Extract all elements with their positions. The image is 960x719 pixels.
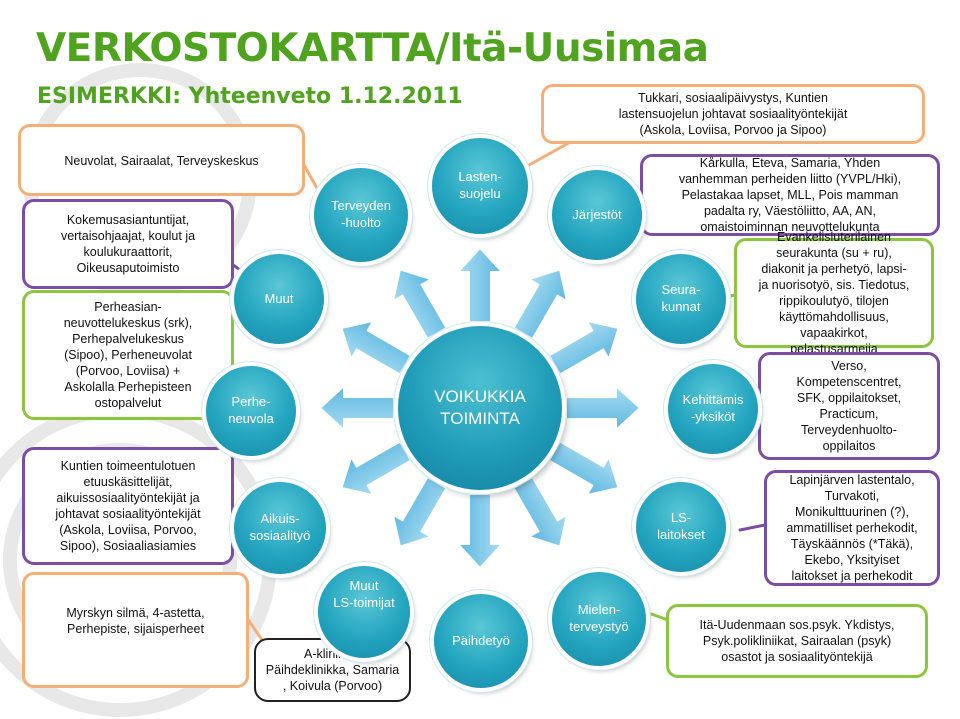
- callout-perheasiain-text: Perheasian- neuvottelukeskus (srk), Perh…: [63, 300, 193, 410]
- node-mielenterveystyo-label: Mielen- terveystyö: [569, 602, 629, 634]
- node-kehittamisyksikot-label: Kehittämis -yksiköt: [682, 392, 744, 424]
- page-title: VERKOSTOKARTTA/Itä-Uusimaa: [36, 26, 709, 71]
- node-paihdetyo-label: Päihdetyö: [452, 632, 510, 648]
- callout-lapinjarven: Lapinjärven lastentalo, Turvakoti, Monik…: [764, 470, 940, 586]
- arrow-to-perheneuvola: [318, 383, 395, 433]
- callout-myrskyn: Myrskyn silmä, 4-astetta, Perhepiste, si…: [22, 572, 249, 688]
- node-mielenterveystyo: Mielen- terveystyö: [552, 572, 646, 666]
- node-muut-label: Muut: [264, 290, 294, 306]
- callout-verso: Verso, Kompetenscentret, SFK, oppilaitok…: [758, 352, 940, 460]
- node-muut: Muut: [234, 254, 324, 344]
- node-jarjestot: Järjestöt: [552, 170, 642, 260]
- arrow-to-muut: [340, 319, 413, 376]
- callout-aklinikka-text: A-klinikka, Päihdeklinikka, Samaria , Ko…: [265, 647, 400, 693]
- center-node-label: VOIKUKKIA TOIMINTA: [434, 386, 526, 428]
- node-perheneuvola-label: Perhe- neuvola: [228, 394, 274, 426]
- callout-evankelis: Evankelisluterilainen seurakunta (su + r…: [734, 230, 934, 356]
- node-seurakunnat: Seura- kunnat: [636, 254, 726, 344]
- node-terveydenhuolto-label: Terveyden -huolto: [331, 198, 391, 230]
- arrow-to-paihdetyo: [455, 493, 505, 570]
- arrow-to-kehittamisyksikot: [565, 383, 642, 433]
- node-muut-ls-toimijat-label: Muut LS-toimijat: [333, 578, 395, 610]
- callout-karkulla-text: Kårkulla, Eteva, Samaria, Yhden vanhemma…: [678, 156, 902, 234]
- arrow-to-jarjestot: [512, 268, 569, 341]
- arrow-to-ls-laitokset: [547, 440, 620, 497]
- arrow-to-terveydenhuolto: [391, 268, 448, 341]
- node-terveydenhuolto: Terveyden -huolto: [314, 168, 408, 262]
- node-jarjestot-label: Järjestöt: [572, 206, 622, 222]
- arrow-to-lastensuojelu: [455, 246, 505, 323]
- arrow-to-aikuissosiaalityo: [340, 440, 413, 497]
- node-muut-ls-toimijat: Muut LS-toimijat: [318, 566, 410, 658]
- node-seurakunnat-label: Seura- kunnat: [661, 282, 701, 314]
- arrow-to-seurakunnat: [547, 319, 620, 376]
- node-lastensuojelu: Lasten- suojelu: [432, 138, 528, 234]
- arrow-to-muut-ls-toimijat: [391, 475, 448, 548]
- callout-karkulla: Kårkulla, Eteva, Samaria, Yhden vanhemma…: [640, 154, 940, 236]
- node-lastensuojelu-label: Lasten- suojelu: [458, 169, 502, 201]
- node-ls-laitokset: LS- laitokset: [636, 482, 726, 572]
- callout-neuvolat: Neuvolat, Sairaalat, Terveyskeskus: [18, 124, 305, 196]
- node-perheneuvola: Perhe- neuvola: [206, 366, 296, 456]
- callout-kokemus: Kokemusasiantuntijat, vertaisohjaajat, k…: [22, 199, 234, 289]
- callout-tukkari: Tukkari, sosiaalipäivystys, Kuntien last…: [541, 84, 925, 144]
- callout-lapinjarven-text: Lapinjärven lastentalo, Turvakoti, Monik…: [786, 473, 918, 583]
- node-kehittamisyksikot: Kehittämis -yksiköt: [668, 364, 758, 454]
- callout-perheasiain: Perheasian- neuvottelukeskus (srk), Perh…: [22, 290, 234, 420]
- callout-itauudenmaan: Itä-Uudenmaan sos.psyk. Ykdistys, Psyk.p…: [666, 604, 928, 678]
- arrow-to-mielenterveystyo: [512, 475, 569, 548]
- page-subtitle: ESIMERKKI: Yhteenveto 1.12.2011: [37, 84, 463, 109]
- callout-kuntien: Kuntien toimeentulotuen etuuskäsittelijä…: [22, 447, 234, 565]
- callout-itauudenmaan-text: Itä-Uudenmaan sos.psyk. Ykdistys, Psyk.p…: [699, 618, 895, 664]
- callout-neuvolat-text: Neuvolat, Sairaalat, Terveyskeskus: [64, 154, 259, 168]
- callout-kokemus-text: Kokemusasiantuntijat, vertaisohjaajat, k…: [60, 213, 196, 275]
- node-paihdetyo: Päihdetyö: [434, 594, 528, 688]
- callout-myrskyn-text: Myrskyn silmä, 4-astetta, Perhepiste, si…: [66, 606, 205, 636]
- node-aikuissosiaalityo-label: Aikuis- sosiaalityö: [249, 511, 311, 543]
- node-ls-laitokset-label: LS- laitokset: [657, 510, 705, 542]
- center-node-voikukkia: VOIKUKKIA TOIMINTA: [398, 326, 562, 490]
- node-aikuissosiaalityo: Aikuis- sosiaalityö: [234, 482, 326, 574]
- callout-evankelis-text: Evankelisluterilainen seurakunta (su + r…: [758, 230, 910, 356]
- callout-tukkari-text: Tukkari, sosiaalipäivystys, Kuntien last…: [618, 91, 848, 137]
- callout-kuntien-text: Kuntien toimeentulotuen etuuskäsittelijä…: [55, 459, 201, 553]
- callout-verso-text: Verso, Kompetenscentret, SFK, oppilaitok…: [796, 359, 902, 453]
